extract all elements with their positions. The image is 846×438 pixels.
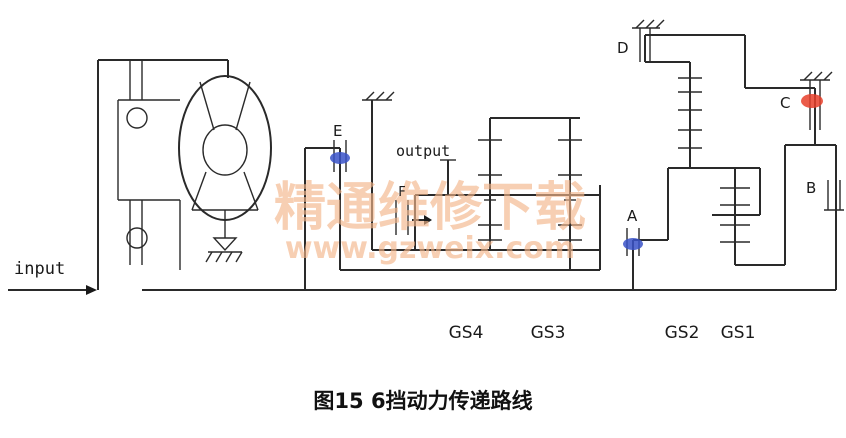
input-label: input <box>14 259 65 279</box>
gear-set-gs1 <box>720 168 750 265</box>
brake-c-label: C <box>780 94 790 112</box>
gear-set-label-gs3: GS3 <box>531 323 566 343</box>
gear-set-label-gs4: GS4 <box>449 323 484 343</box>
clutch-a-label: A <box>627 207 638 225</box>
clutch-e <box>330 140 350 172</box>
torque-converter <box>8 59 305 295</box>
clutch-f <box>395 200 432 235</box>
input-arrow-icon <box>86 285 97 295</box>
brake-c-indicator <box>801 94 823 108</box>
ground-symbol-top <box>362 91 395 101</box>
output-shaft <box>440 159 456 195</box>
clutch-a-marker <box>623 238 643 250</box>
brake-b-label: B <box>806 179 816 197</box>
gear-set-gs4 <box>478 118 502 250</box>
clutch-f-label: F <box>398 185 405 200</box>
gear-set-gs3 <box>558 118 582 270</box>
brake-d-label: D <box>617 39 629 57</box>
clutch-e-label: E <box>333 122 342 140</box>
gear-set-gs2 <box>678 62 702 168</box>
power-flow-arrow-icon <box>424 215 432 225</box>
clutch-e-marker <box>330 152 350 164</box>
gear-set-label-gs1: GS1 <box>721 323 756 343</box>
output-label: output <box>396 142 450 160</box>
brake-c-marker <box>801 94 823 108</box>
watermark-url: www.gzweix.com <box>285 231 575 266</box>
clutch-a <box>623 228 643 256</box>
figure-caption: 图15 6挡动力传递路线 <box>313 389 532 413</box>
brake-d <box>632 19 665 62</box>
gear-set-label-gs2: GS2 <box>665 323 700 343</box>
brake-b <box>824 180 844 211</box>
watermark-chinese: 精通维修下载 <box>274 178 586 238</box>
